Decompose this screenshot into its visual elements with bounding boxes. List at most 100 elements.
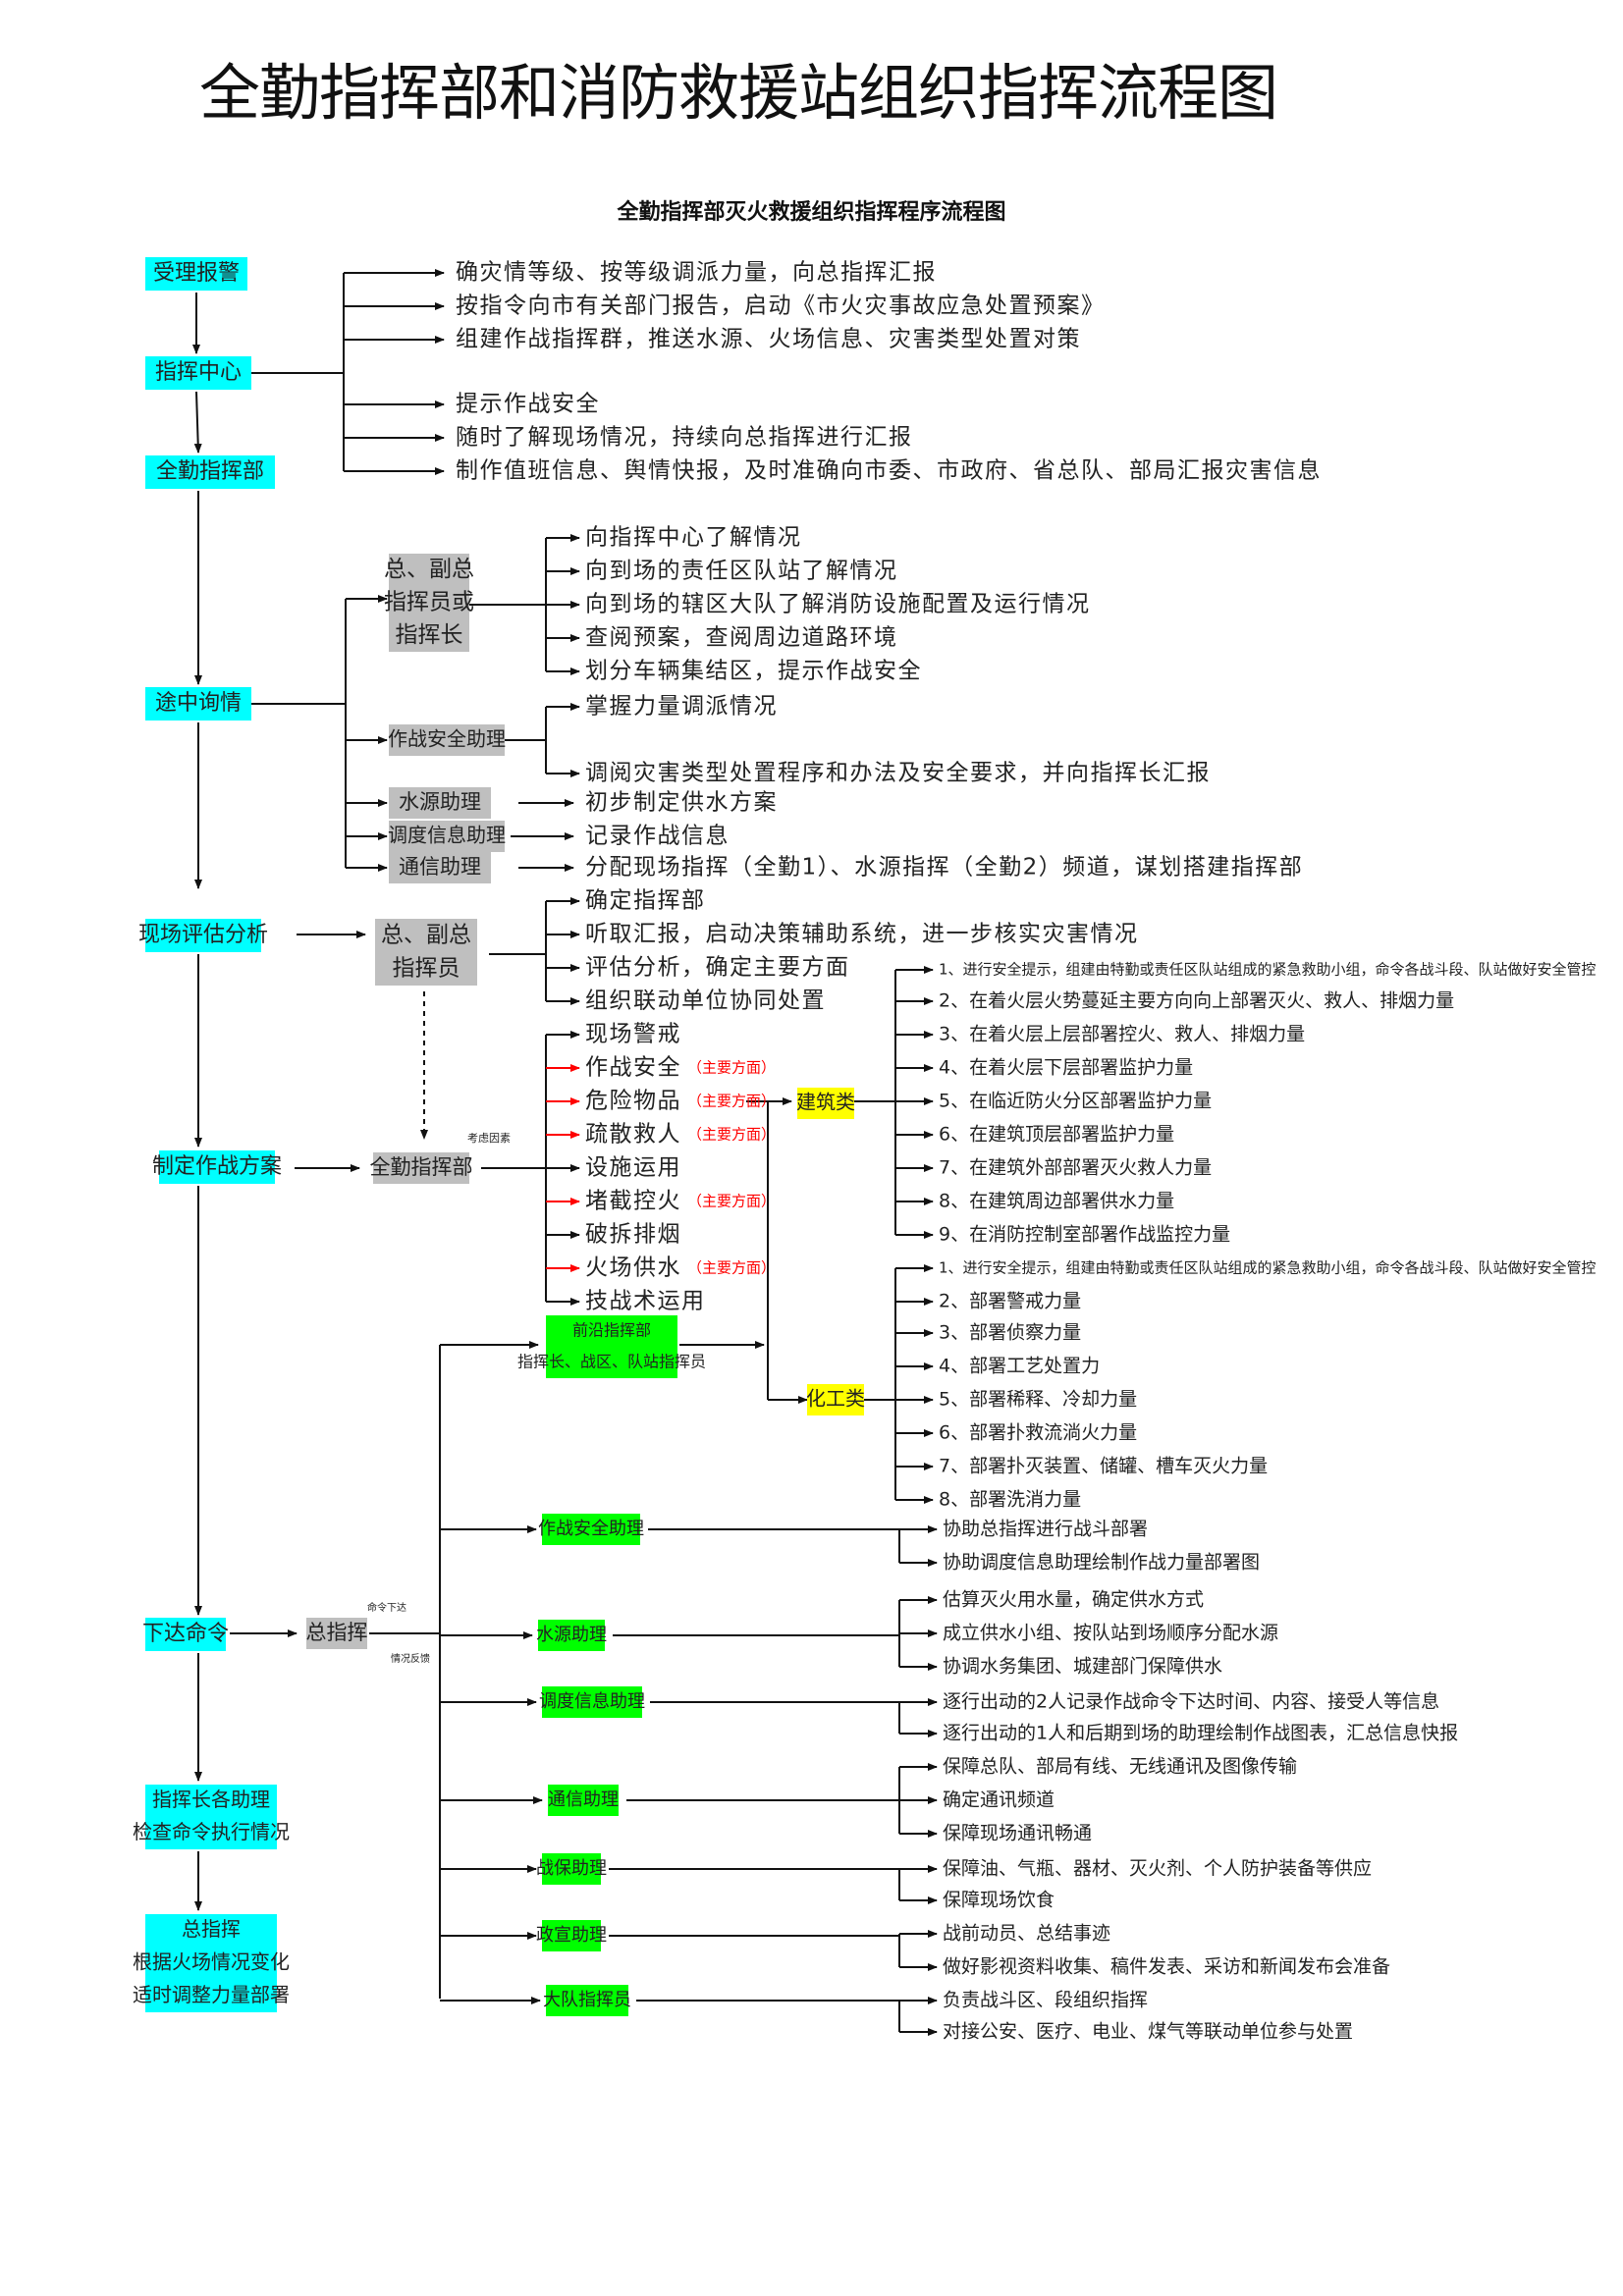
chief-commander [306,1618,367,1649]
assistant-1 [542,1514,640,1545]
assistant-5 [542,1853,601,1885]
enroute-comm-assistant-label: 通信助理 [399,855,481,879]
assistant-4-label: 通信助理 [548,1789,619,1810]
assistant-6 [542,1920,601,1951]
assistant-6-item-2: 做好影视资料收集、稿件发表、采访和新闻发布会准备 [943,1956,1390,1978]
factor-8: 火场供水 [585,1255,681,1281]
category-chemical [807,1384,864,1415]
category-building-label: 建筑类 [796,1091,855,1114]
feedback-label: 情况反馈 [391,1652,430,1665]
building-item-3: 3、在着火层上层部署控火、救人、排烟力量 [939,1024,1305,1045]
step-check-execution [145,1785,277,1849]
assistant-2-item-3: 协调水务集团、城建部门保障供水 [943,1656,1222,1678]
assistant-7-item-1: 负责战斗区、段组织指挥 [943,1990,1148,2011]
enroute-commander [389,554,469,652]
step-check-execution-label: 检查命令执行情况 [133,1820,290,1843]
enroute-safety-item-2: 调阅灾害类型处置程序和办法及安全要求，并向指挥长汇报 [585,761,1211,786]
chemical-item-4: 4、部署工艺处置力 [939,1356,1100,1377]
enroute-commander-label: 指挥长 [396,622,463,648]
building-item-5: 5、在临近防火分区部署监护力量 [939,1091,1212,1112]
step-onsite-assessment [145,919,261,952]
step-duty-hq [145,455,275,489]
front-command-post-label: 指挥长、战区、队站指挥员 [517,1353,706,1371]
center-item-2: 按指令向市有关部门报告，启动《市火灾事故应急处置预案》 [456,294,1106,319]
step-alarm-label: 受理报警 [153,261,240,286]
step-command-center-label: 指挥中心 [155,360,242,385]
assistant-1-item-2: 协助调度信息助理绘制作战力量部署图 [943,1552,1260,1574]
enroute-comm-item: 分配现场指挥（全勤1）、水源指挥（全勤2）频道，谋划搭建指挥部 [585,855,1303,881]
assistant-4-item-3: 保障现场通讯畅通 [943,1823,1092,1844]
step-command-center [145,356,251,390]
enroute-dispatch-assistant [389,821,505,852]
enroute-safety-assistant [389,724,505,756]
assess-item-3: 评估分析，确定主要方面 [585,955,850,981]
center-item-4: 提示作战安全 [456,392,600,417]
building-item-2: 2、在着火层火势蔓延主要方向向上部署灭火、救人、排烟力量 [939,990,1454,1012]
step-onsite-assessment-label: 现场评估分析 [138,923,268,947]
factor-9: 技战术运用 [585,1289,706,1314]
factor-main-tag-2: （主要方面） [687,1059,776,1077]
assistant-6-item-1: 战前动员、总结事迹 [943,1923,1110,1945]
chemical-item-7: 7、部署扑灭装置、储罐、槽车灭火力量 [939,1456,1268,1477]
factor-2: 作战安全 [585,1055,681,1081]
plan-consider-label: 考虑因素 [467,1132,511,1145]
step-alarm [145,257,247,291]
assistant-4-item-2: 确定通讯频道 [943,1789,1055,1811]
enroute-commander-item-4: 查阅预案，查阅周边道路环境 [585,625,898,651]
center-item-3: 组建作战指挥群，推送水源、火场信息、灾害类型处置对策 [456,327,1081,352]
assess-commander-label: 指挥员 [393,956,460,982]
building-item-9: 9、在消防控制室部署作战监控力量 [939,1224,1230,1246]
enroute-safety-item-1: 掌握力量调派情况 [585,694,778,720]
chemical-item-2: 2、部署警戒力量 [939,1291,1081,1312]
center-item-1: 确灾情等级、按等级调派力量，向总指挥汇报 [456,260,937,286]
factor-5: 设施运用 [585,1155,681,1181]
category-chemical-label: 化工类 [806,1387,865,1411]
enroute-water-item: 初步制定供水方案 [585,790,778,816]
front-command-post [546,1315,677,1378]
step-duty-hq-label: 全勤指挥部 [156,459,264,484]
factor-main-tag-4: （主要方面） [687,1126,776,1144]
enroute-commander-label: 总、副总 [384,557,474,582]
page-title: 全勤指挥部和消防救援站组织指挥流程图 [199,57,1278,129]
factor-main-tag-8: （主要方面） [687,1259,776,1277]
assistant-7 [546,1985,628,2016]
assistant-4-item-1: 保障总队、部局有线、无线通讯及图像传输 [943,1756,1297,1778]
assistant-5-item-1: 保障油、气瓶、器材、灭火剂、个人防护装备等供应 [943,1858,1372,1880]
assistant-5-label: 战保助理 [536,1858,607,1879]
center-item-5: 随时了解现场情况，持续向总指挥进行汇报 [456,425,913,451]
chemical-item-1: 1、进行安全提示，组建由特勤或责任区队站组成的紧急救助小组，命令各战斗段、队站做… [939,1259,1596,1277]
factor-main-tag-3: （主要方面） [687,1093,776,1110]
enroute-commander-item-3: 向到场的辖区大队了解消防设施配置及运行情况 [585,592,1091,617]
assistant-3 [542,1686,642,1718]
plan-hq-label: 全勤指挥部 [370,1155,473,1179]
arrow-center-to-hq [193,391,202,454]
chemical-item-3: 3、部署侦察力量 [939,1322,1081,1344]
assistant-2-item-1: 估算灭火用水量，确定供水方式 [943,1589,1204,1611]
assess-item-2: 听取汇报，启动决策辅助系统，进一步核实灾害情况 [585,922,1139,947]
step-check-execution-label: 指挥长各助理 [152,1788,270,1811]
step-make-plan [159,1150,275,1184]
assistant-3-item-1: 逐行出动的2人记录作战命令下达时间、内容、接受人等信息 [943,1691,1439,1713]
building-item-1: 1、进行安全提示，组建由特勤或责任区队站组成的紧急救助小组，命令各战斗段、队站做… [939,961,1596,979]
factor-1: 现场警戒 [585,1022,681,1047]
enroute-comm-assistant [389,852,491,883]
assistant-5-item-2: 保障现场饮食 [943,1890,1055,1911]
assistant-2-label: 水源助理 [536,1625,607,1645]
diagram-subtitle: 全勤指挥部灭火救援组织指挥程序流程图 [617,200,1006,225]
building-item-7: 7、在建筑外部部署灭火救人力量 [939,1157,1212,1179]
front-command-post-label: 前沿指挥部 [572,1321,651,1340]
step-commander-adjust-label: 根据火场情况变化 [133,1950,290,1974]
assistant-3-item-2: 逐行出动的1人和后期到场的助理绘制作战图表，汇总信息快报 [943,1723,1458,1744]
step-commander-adjust-label: 总指挥 [182,1917,241,1941]
chemical-item-5: 5、部署稀释、冷却力量 [939,1389,1137,1411]
assistant-7-item-2: 对接公安、医疗、电业、煤气等联动单位参与处置 [943,2021,1353,2043]
assistant-6-label: 政宣助理 [536,1925,607,1946]
enroute-commander-item-1: 向指挥中心了解情况 [585,525,802,551]
assistant-4 [548,1785,619,1816]
assess-commander-label: 总、副总 [381,923,471,948]
assess-item-1: 确定指挥部 [585,888,706,914]
factor-main-tag-6: （主要方面） [687,1193,776,1210]
assess-commander [375,919,477,986]
enroute-commander-item-2: 向到场的责任区队站了解情况 [585,559,898,584]
factor-6: 堵截控火 [585,1189,681,1214]
